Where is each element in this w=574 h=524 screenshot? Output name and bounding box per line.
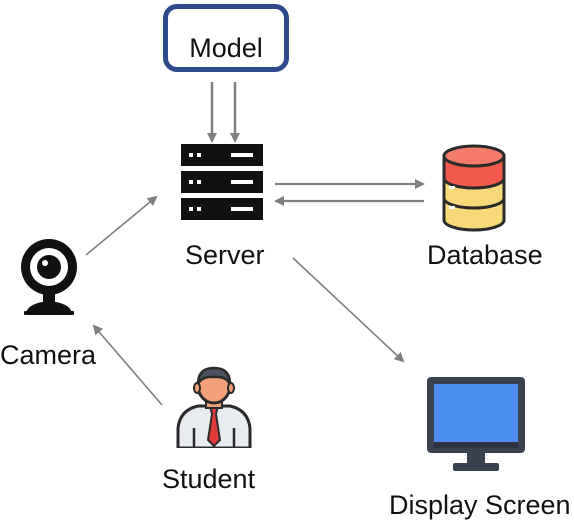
- arrow-camera-to-server: [85, 195, 158, 256]
- display-screen-label: Display Screen: [389, 490, 571, 520]
- arrow-server-to-display: [292, 257, 405, 363]
- webcam-icon: [21, 239, 77, 315]
- database-label: Database: [427, 240, 543, 270]
- server-label: Server: [185, 240, 265, 270]
- model-label: Model: [189, 33, 263, 63]
- database-cylinder-icon: [442, 144, 506, 232]
- model-node: Model: [163, 4, 289, 72]
- student-person-icon: [176, 366, 252, 448]
- monitor-icon: [427, 377, 525, 471]
- server-rack-icon: [181, 144, 263, 220]
- student-label: Student: [162, 464, 256, 494]
- camera-label: Camera: [0, 340, 97, 370]
- arrow-student-to-camera: [92, 324, 163, 406]
